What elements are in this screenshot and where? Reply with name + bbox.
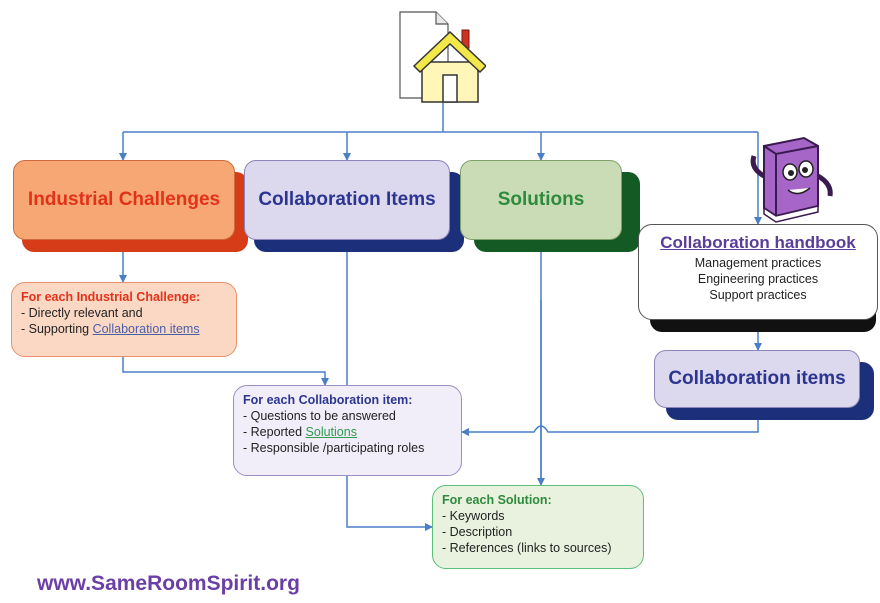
website-url[interactable]: www.SameRoomSpirit.org [37, 572, 300, 595]
collaboration-items-box[interactable]: Collaboration Items [244, 160, 450, 240]
industrial-challenges-box[interactable]: Industrial Challenges [13, 160, 235, 240]
industrial-challenges-label: Industrial Challenges [27, 189, 221, 210]
solution-card-line: - Keywords [442, 509, 505, 523]
collaboration-handbook-box[interactable]: Collaboration handbook Management practi… [638, 224, 878, 320]
handbook-line: Engineering practices [697, 272, 819, 286]
handbook-collaboration-items-box[interactable]: Collaboration items [654, 350, 860, 408]
solutions-box[interactable]: Solutions [460, 160, 622, 240]
book-mascot-icon [750, 136, 833, 223]
item-card-line-prefix: - Reported [243, 425, 306, 439]
handbook-list: Management practices Engineering practic… [645, 255, 871, 303]
challenge-card-line: - Directly relevant and [21, 306, 143, 320]
challenge-details-card: For each Industrial Challenge: - Directl… [11, 282, 237, 357]
item-card-line: - Responsible /participating roles [243, 441, 425, 455]
handbook-collaboration-items-label: Collaboration items [668, 368, 846, 389]
solution-card-line: - Description [442, 525, 513, 539]
item-card-line: - Reported Solutions [243, 424, 452, 440]
challenge-card-header: For each Industrial Challenge: [21, 290, 201, 304]
collaboration-item-details-card: For each Collaboration item: - Questions… [233, 385, 462, 476]
handbook-line: Support practices [709, 288, 807, 302]
collaboration-items-label: Collaboration Items [258, 189, 436, 210]
solutions-link[interactable]: Solutions [305, 425, 357, 439]
solution-details-card: For each Solution: - Keywords - Descript… [432, 485, 644, 569]
home-icon[interactable] [396, 10, 486, 106]
handbook-line: Management practices [694, 256, 822, 270]
challenge-card-line: - Supporting Collaboration items [21, 321, 227, 337]
challenge-card-line-prefix: - Supporting [21, 322, 93, 336]
item-card-header: For each Collaboration item: [243, 393, 413, 407]
solutions-label: Solutions [497, 189, 585, 210]
solution-card-header: For each Solution: [442, 493, 552, 507]
collaboration-items-link[interactable]: Collaboration items [92, 322, 200, 336]
handbook-title[interactable]: Collaboration handbook [660, 233, 856, 252]
solution-card-line: - References (links to sources) [442, 541, 612, 555]
item-card-line: - Questions to be answered [243, 409, 396, 423]
